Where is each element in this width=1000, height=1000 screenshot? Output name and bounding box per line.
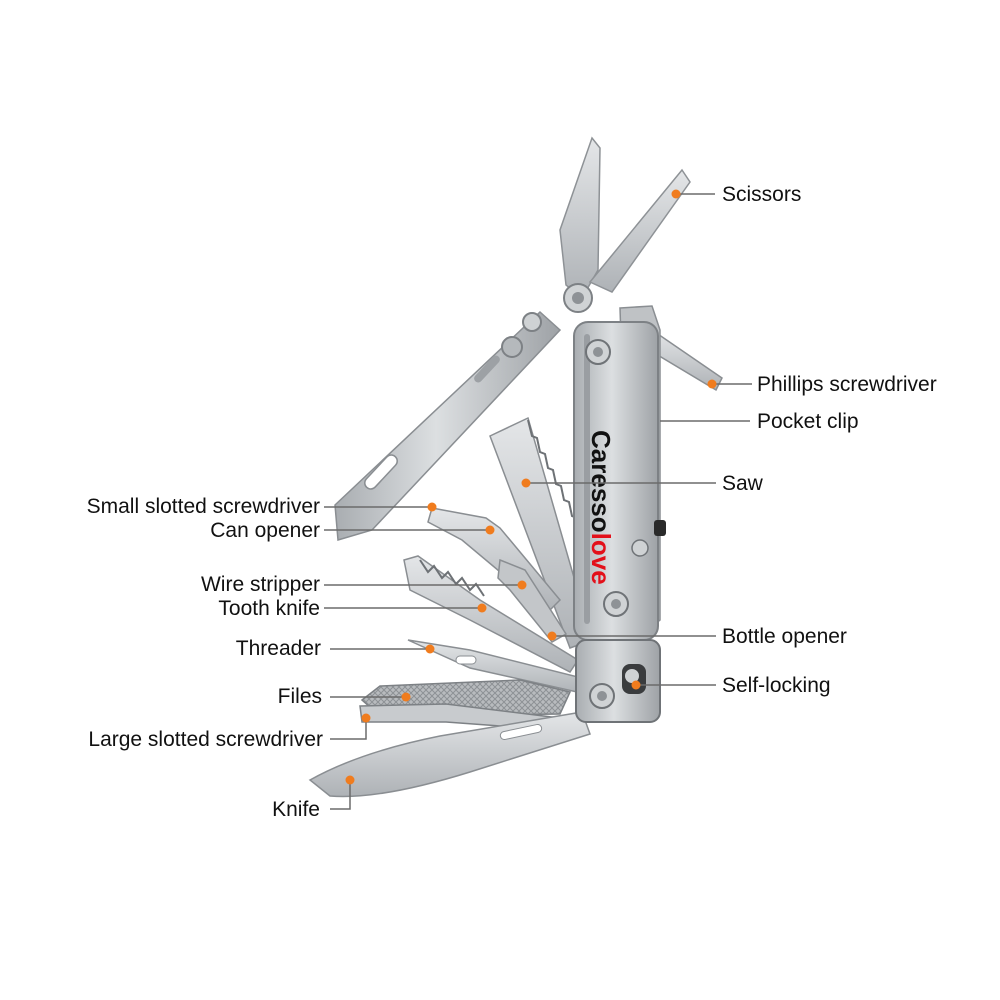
wire-stripper-graphic xyxy=(497,558,568,643)
dot-wire-stripper xyxy=(517,580,527,590)
dot-files xyxy=(401,692,411,702)
scissors-handle xyxy=(334,310,562,541)
marker-dots xyxy=(345,189,717,785)
scissors-graphic xyxy=(334,136,691,541)
dot-tooth-knife xyxy=(477,603,487,613)
dot-self-locking xyxy=(631,680,641,690)
fanned-tools-graphic xyxy=(308,416,593,798)
handle-graphic xyxy=(573,305,666,723)
label-wire-stripper: Wire stripper xyxy=(200,573,320,596)
dot-large-slotted xyxy=(361,713,371,723)
dot-threader xyxy=(425,644,435,654)
label-pocket-clip: Pocket clip xyxy=(757,410,859,433)
leader-large-slotted xyxy=(330,718,367,740)
label-self-locking: Self-locking xyxy=(722,674,831,697)
dot-small-slotted xyxy=(427,502,437,512)
leader-lines xyxy=(324,193,752,810)
dot-phillips xyxy=(707,379,717,389)
dot-knife xyxy=(345,775,355,785)
label-phillips-screwdriver: Phillips screwdriver xyxy=(757,373,937,396)
label-can-opener: Can opener xyxy=(210,519,320,542)
self-locking-graphic xyxy=(575,639,661,723)
label-threader: Threader xyxy=(235,637,321,660)
label-tooth-knife: Tooth knife xyxy=(218,597,320,620)
label-files: Files xyxy=(277,685,322,708)
dot-scissors xyxy=(671,189,681,199)
scissors-blade-right xyxy=(588,168,691,293)
label-small-slotted-screwdriver: Small slotted screwdriver xyxy=(86,495,320,518)
dot-bottle-opener xyxy=(547,631,557,641)
brand-logo: Caressolove xyxy=(586,430,616,585)
scissors-blade-left xyxy=(559,136,601,300)
dot-saw xyxy=(521,478,531,488)
brand-logo-red: love xyxy=(586,533,616,585)
label-saw: Saw xyxy=(722,472,763,495)
dot-can-opener xyxy=(485,525,495,535)
label-bottle-opener: Bottle opener xyxy=(722,625,847,648)
label-knife: Knife xyxy=(272,798,320,821)
brand-logo-black: Caresso xyxy=(586,430,616,533)
label-scissors: Scissors xyxy=(722,183,802,206)
label-large-slotted-screwdriver: Large slotted screwdriver xyxy=(88,728,323,751)
leader-knife xyxy=(330,780,351,810)
